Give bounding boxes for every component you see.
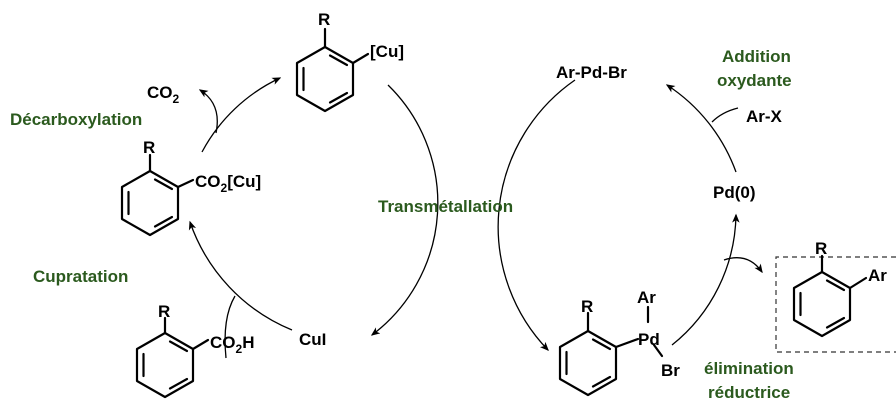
benzoic-acid-structure: R CO2H bbox=[135, 302, 254, 399]
arc-pd-aryl-to-pd0 bbox=[671, 213, 740, 346]
carboxylic-acid-label: CO2H bbox=[210, 333, 254, 356]
copper-ligand-label: [Cu] bbox=[370, 42, 404, 61]
step-elimination-line1: élimination bbox=[704, 359, 794, 378]
arc-arx-in bbox=[711, 107, 739, 123]
arc-product-out bbox=[723, 257, 763, 274]
co2-label: CO2 bbox=[147, 83, 180, 106]
arc-pd0-to-arpdbr bbox=[665, 84, 737, 173]
arc-cui-to-aryl-co2cu bbox=[188, 220, 293, 331]
pd-bromide-label: Br bbox=[661, 361, 680, 380]
arc-arpdbr-to-pd-aryl bbox=[497, 79, 576, 351]
arc-aryl-co2cu-to-aryl-cu bbox=[201, 77, 282, 153]
r-group-label: R bbox=[158, 302, 170, 321]
step-transmetallation: Transmétallation bbox=[378, 197, 513, 216]
step-decarboxylation: Décarboxylation bbox=[10, 110, 142, 129]
step-addition-line2: oxydante bbox=[717, 71, 792, 90]
carboxylate-copper-label: CO2[Cu] bbox=[195, 172, 261, 195]
copper-cycle bbox=[188, 77, 439, 359]
aryl-palladium-complex-structure: R Ar Pd Br bbox=[558, 288, 680, 397]
step-cupratation: Cupratation bbox=[33, 267, 128, 286]
step-addition-line1: Addition bbox=[722, 47, 791, 66]
ar-x-label: Ar-X bbox=[746, 107, 783, 126]
aryl-copper-structure: R [Cu] bbox=[295, 10, 404, 113]
product-aryl-label: Ar bbox=[868, 266, 887, 285]
pd0-label: Pd(0) bbox=[713, 183, 756, 202]
cui-label: CuI bbox=[299, 330, 326, 349]
arc-aryl-cu-to-cui bbox=[370, 84, 439, 336]
r-group-label: R bbox=[581, 297, 593, 316]
product-box: R Ar bbox=[775, 239, 896, 353]
r-group-label: R bbox=[815, 239, 827, 258]
r-group-label: R bbox=[318, 10, 330, 29]
palladium-cycle bbox=[497, 79, 763, 351]
aryl-carboxylate-copper-structure: R CO2[Cu] bbox=[120, 138, 261, 237]
pd-aryl-ligand-label: Ar bbox=[637, 288, 656, 307]
palladium-label: Pd bbox=[638, 330, 660, 349]
arc-acid-in bbox=[224, 295, 236, 359]
r-group-label: R bbox=[143, 138, 155, 157]
arc-co2-release bbox=[198, 89, 218, 134]
ar-pd-br-label: Ar-Pd-Br bbox=[556, 63, 627, 82]
step-elimination-line2: réductrice bbox=[708, 383, 790, 402]
